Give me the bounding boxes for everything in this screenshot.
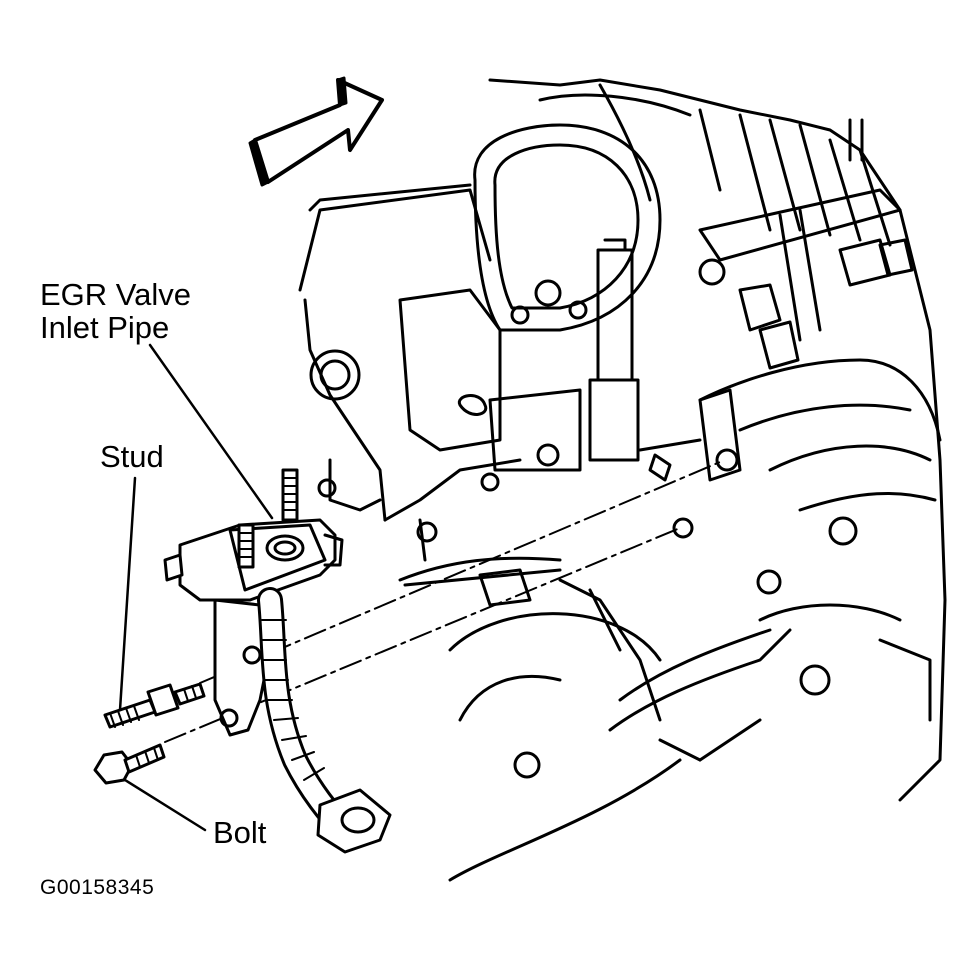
stud-label: Stud xyxy=(100,439,164,474)
egr-valve-inlet-pipe-label: EGR Valve Inlet Pipe xyxy=(40,278,191,344)
egr-valve-inlet-pipe xyxy=(163,468,392,854)
egr-label-line-2: Inlet Pipe xyxy=(40,310,170,345)
bolt-part xyxy=(93,743,166,785)
bolt-leader-line xyxy=(123,778,207,832)
stud-part xyxy=(103,682,206,729)
figure-id-label: G00158345 xyxy=(40,876,155,899)
front-direction-arrow-icon xyxy=(248,76,384,187)
egr-leader-line xyxy=(148,343,274,520)
bolt-label: Bolt xyxy=(213,815,267,850)
leader-lines xyxy=(118,343,274,832)
stud-leader-line xyxy=(118,476,137,712)
pipe-flange-stud xyxy=(281,468,299,522)
egr-label-line-1: EGR Valve xyxy=(40,277,192,312)
pipe-flange-stud xyxy=(237,523,255,569)
engine-assembly xyxy=(298,78,947,882)
